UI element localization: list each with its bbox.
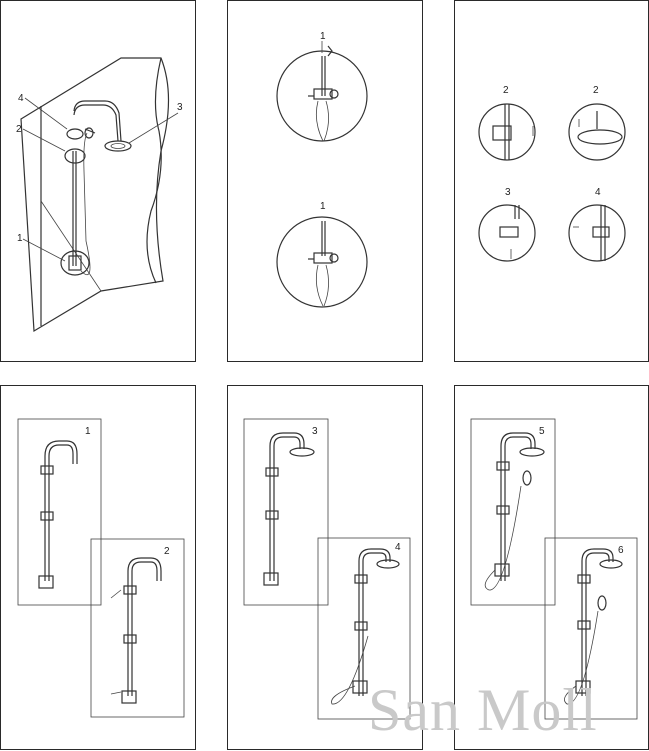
callout-label: 2 [593,85,599,96]
callout-label: 3 [505,187,511,198]
step-box [470,418,556,606]
step-box [317,537,411,720]
callout-label: 4 [18,93,24,104]
panel-component-details: 2 2 3 4 [454,0,649,362]
assembly-steps-1-2-drawing: 1 2 [17,418,185,718]
watermark: San Moll [368,677,598,743]
callout-label: 1 [320,201,326,212]
callout-label: 1 [85,426,91,437]
step-box [17,418,102,606]
callout-label: 1 [17,233,23,244]
callout-label: 4 [595,187,601,198]
callout-label: 3 [177,102,183,113]
step-box [90,538,185,718]
panel-assembly-steps-3-4: 3 4 [227,385,423,750]
callout-label: 3 [312,426,318,437]
assembly-steps-5-6-drawing: 5 6 [470,418,638,720]
callout-label: 6 [618,545,624,556]
step-box [544,537,638,720]
callout-label: 2 [503,85,509,96]
callout-label: 2 [16,124,22,135]
callout-label: 4 [395,542,401,553]
mixer-connection-drawing: 1 1 [276,31,368,308]
callout-label: 1 [320,31,326,42]
wall-installation-drawing: 4 2 3 1 [16,57,183,333]
panel-assembly-steps-1-2: 1 2 [0,385,196,750]
panel-mixer-connection: 1 1 [227,0,423,362]
panel-wall-installation: 4 2 3 1 [0,0,196,362]
component-details-drawing: 2 2 3 4 [478,85,626,262]
assembly-steps-3-4-drawing: 3 4 [243,418,411,720]
callout-label: 5 [539,426,545,437]
callout-label: 2 [164,546,170,557]
step-box [243,418,329,606]
